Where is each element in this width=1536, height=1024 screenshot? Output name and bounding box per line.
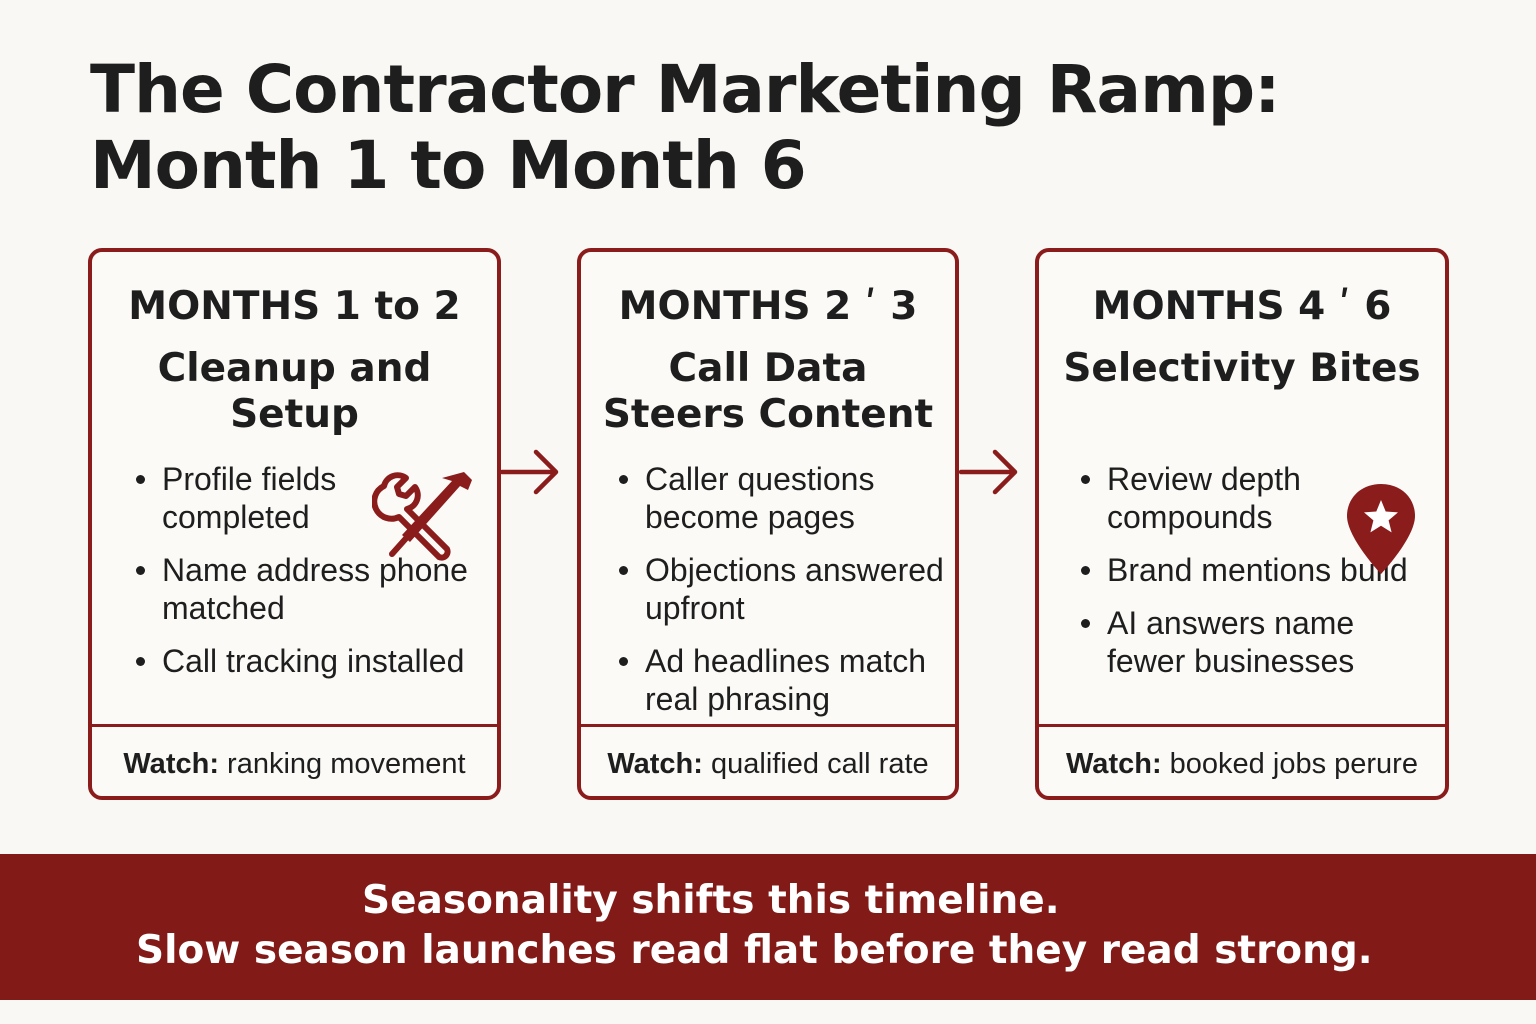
card-divider [92,724,497,727]
stage-phase-title: Call Data Steers Content [602,346,934,437]
watch-label: Watch: [607,748,703,780]
title-line-2: Month 1 to Month 6 [90,127,807,204]
bullet-item: Caller questions become pages [615,460,945,536]
banner-line-1: Seasonality shifts this timeline. [362,878,1060,923]
bullet-item: Profile fields completed [132,460,487,536]
bullet-item: Objections answered upfront [615,551,945,627]
bullet-item: Ad headlines match real phrasing [615,642,945,718]
stage-months-label: MONTHS 4 ʹ 6 [1092,284,1392,329]
watch-value: qualified call rate [711,748,929,780]
watch-metric: Watch: ranking movement [92,747,497,781]
wrench-hammer-icon [372,472,472,561]
banner-line-2: Slow season launches read flat before th… [136,928,1373,973]
watch-value: ranking movement [227,748,466,780]
watch-label: Watch: [1066,748,1162,780]
bullet-item: Brand mentions build [1077,551,1435,589]
bullet-item: Name address phone matched [132,551,487,627]
stage-card-months-4-6: MONTHS 4 ʹ 6 Selectivity Bites Review de… [1035,248,1449,800]
stage-card-months-2-3: MONTHS 2 ʹ 3 Call Data Steers Content Ca… [577,248,959,800]
stage-bullet-list: Review depth compounds Brand mentions bu… [1077,460,1435,695]
stage-months-label: MONTHS 1 to 2 [128,284,461,329]
watch-label: Watch: [123,748,219,780]
arrow-right-icon [958,449,1018,495]
seasonality-banner: Seasonality shifts this timeline. Slow s… [0,854,1536,1000]
page-title: The Contractor Marketing Ramp: Month 1 t… [90,52,1390,204]
card-divider [1039,724,1445,727]
stage-card-months-1-2: MONTHS 1 to 2 Cleanup and Setup Profile … [88,248,501,800]
stage-bullet-list: Profile fields completed Name address ph… [132,460,487,695]
bullet-item: AI answers name fewer businesses [1077,604,1435,680]
watch-value: booked jobs perure [1169,748,1418,780]
bullet-item: Review depth compounds [1077,460,1435,536]
card-divider [581,724,955,727]
bullet-item: Call tracking installed [132,642,487,680]
watch-metric: Watch: booked jobs perure [1039,747,1445,781]
stage-phase-title: Selectivity Bites [1063,346,1421,391]
arrow-right-icon [499,449,559,495]
watch-metric: Watch: qualified call rate [581,747,955,781]
title-line-1: The Contractor Marketing Ramp: [90,51,1281,128]
map-pin-star-icon [1347,484,1415,574]
stage-bullet-list: Caller questions become pages Objections… [615,460,945,733]
stage-months-label: MONTHS 2 ʹ 3 [618,284,918,329]
stage-phase-title: Cleanup and Setup [157,346,432,437]
